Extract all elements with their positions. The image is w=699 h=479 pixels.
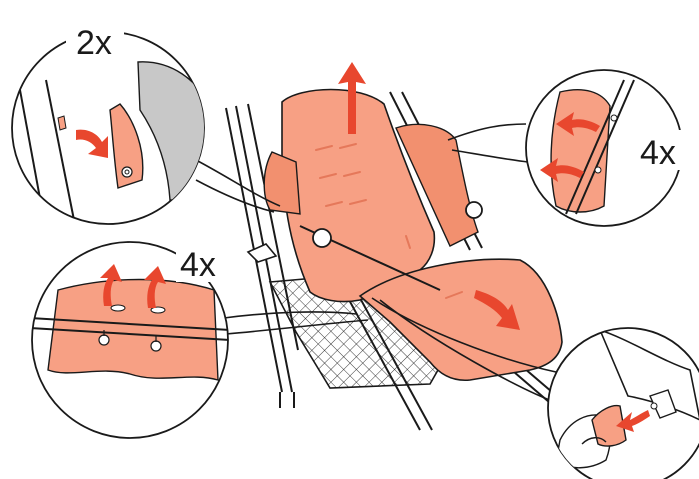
stroller-illustration (226, 62, 580, 430)
callout-top-left: 2x (12, 24, 210, 224)
frame-joint-left (313, 229, 331, 247)
count-label-2x: 2x (76, 24, 112, 62)
seat-cover-left-flap (264, 152, 300, 214)
count-label-4x-left: 4x (180, 246, 216, 284)
callout-right: 4x (526, 70, 686, 226)
seat-cover-back (282, 90, 434, 302)
count-label-4x-right: 4x (640, 134, 676, 172)
callout-left: 4x (30, 242, 230, 438)
frame-joint-right (466, 202, 482, 218)
callout-bottom-right (548, 328, 699, 479)
brake-handle (248, 244, 276, 262)
